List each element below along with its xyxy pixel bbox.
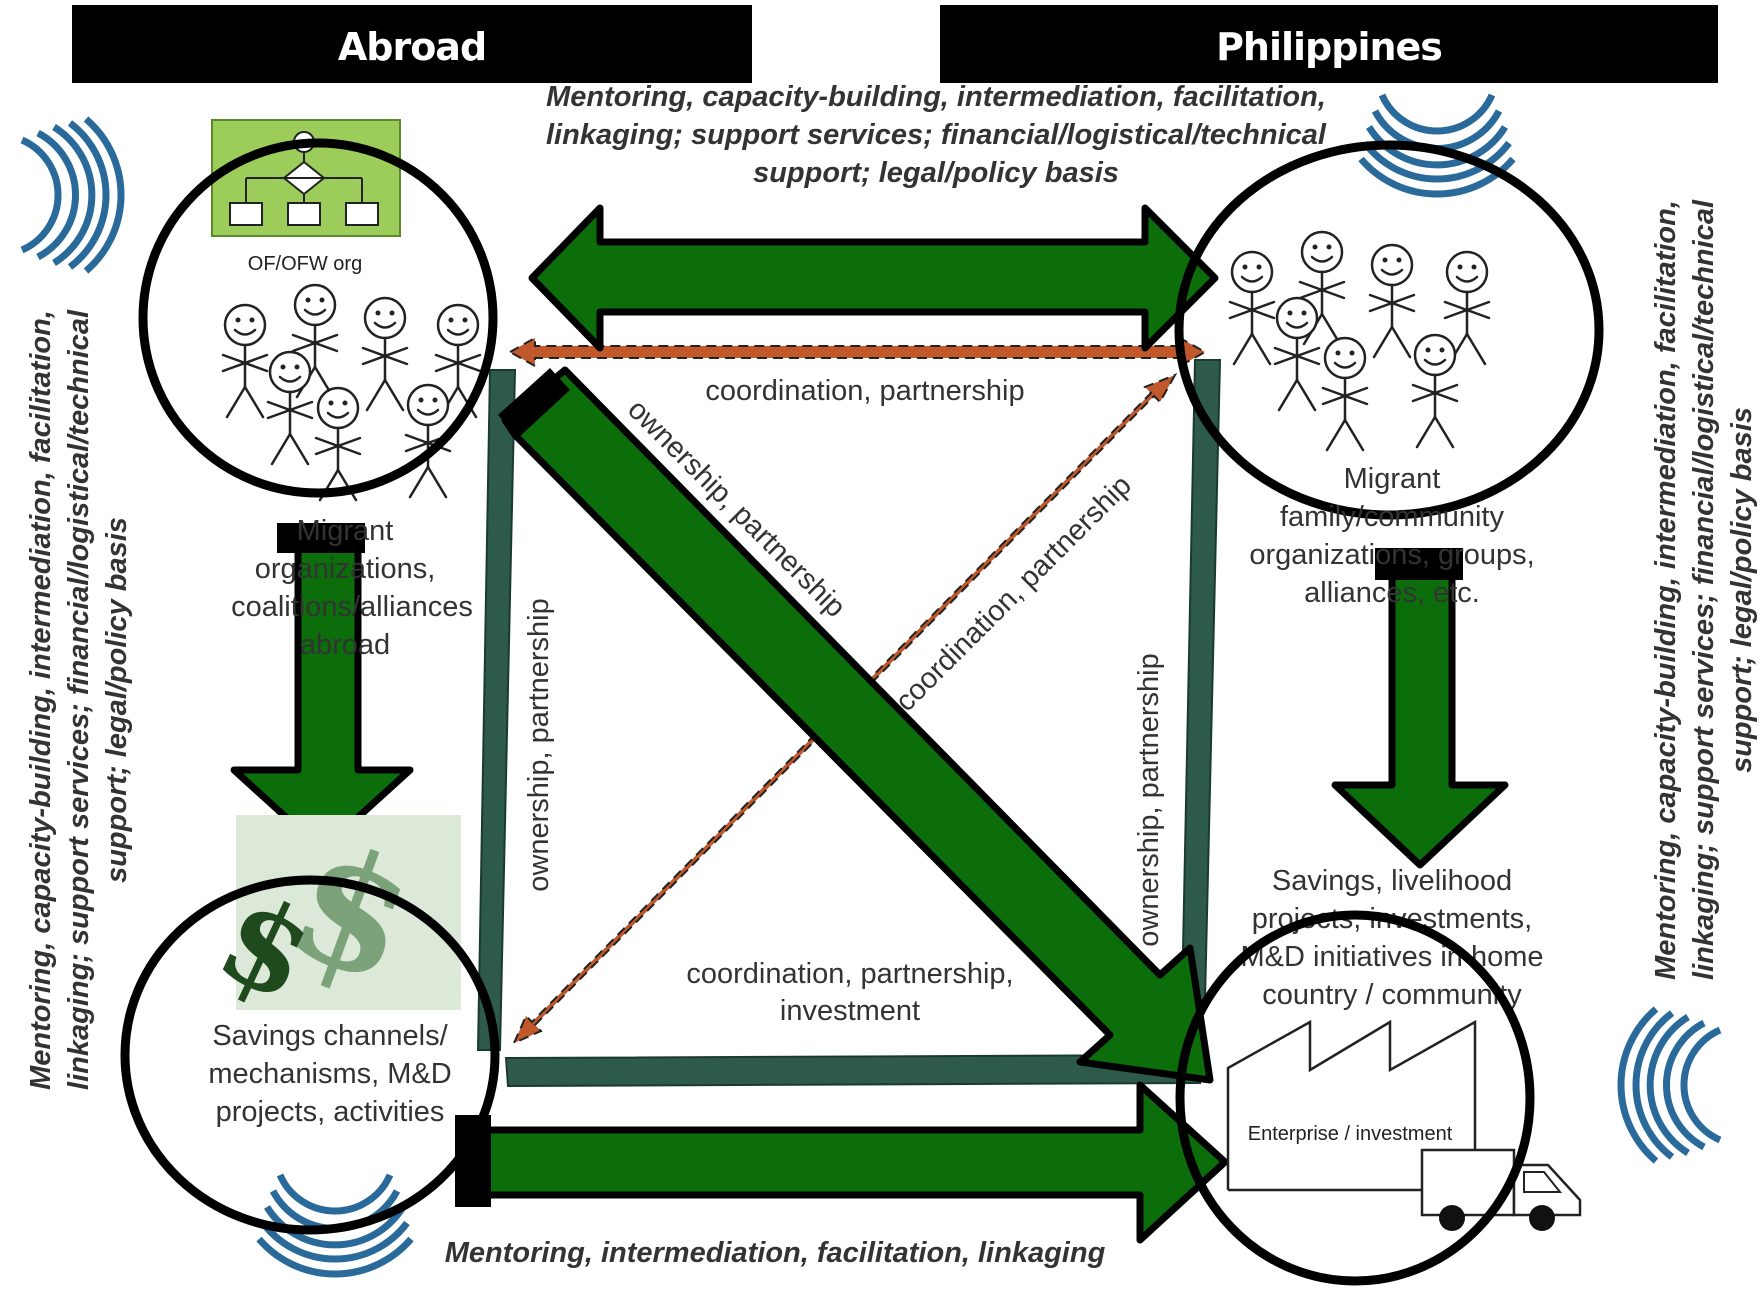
diagonal-down-arrow: [498, 366, 1214, 1084]
bottom-right-arrow: [455, 1081, 1229, 1244]
top-services-line-3: support; legal/policy basis: [753, 157, 1119, 189]
arrow-tail-block: [1375, 548, 1463, 580]
home-investments-line-1: Savings, livelihood: [1272, 865, 1512, 897]
left-services-line-2: linkaging; support services; financial/l…: [63, 309, 95, 1090]
right-down-arrow: [1331, 548, 1509, 869]
ph-community-line-2: family/community: [1280, 501, 1504, 533]
abroad-header: Abroad: [72, 5, 752, 83]
teal-link-frame: [476, 359, 1222, 1088]
ph-community-line-3: organizations, groups,: [1249, 539, 1534, 571]
right-services-line-3: support; legal/policy basis: [1726, 407, 1758, 773]
philippines-header-label: Philippines: [1216, 25, 1442, 69]
right-services-text: Mentoring, capacity-building, intermedia…: [1650, 199, 1758, 980]
top-services-line-1: Mentoring, capacity-building, intermedia…: [546, 81, 1326, 113]
signal-waves-icon: [1621, 1009, 1720, 1161]
left-services-line-1: Mentoring, capacity-building, intermedia…: [25, 310, 57, 1090]
ph-community-node: Migrant family/community organizations, …: [1174, 140, 1604, 609]
left-services-text: Mentoring, capacity-building, intermedia…: [25, 309, 133, 1090]
stick-figure-icon: [361, 296, 409, 412]
left-services-line-3: support; legal/policy basis: [101, 517, 133, 883]
stick-figure-icon: [1273, 296, 1321, 412]
top-coordination-arrow: [507, 336, 1208, 368]
ph-community-line-1: Migrant: [1344, 463, 1441, 495]
signal-waves-icon: [22, 119, 121, 271]
top-services-line-2: linkaging; support services; financial/l…: [546, 119, 1327, 151]
arrow-tail-block: [277, 523, 365, 553]
home-investments-node: Savings, livelihood projects, investment…: [1175, 865, 1582, 1286]
stick-figure-icon: [1228, 250, 1276, 366]
top-link-label: coordination, partnership: [705, 375, 1024, 407]
stick-figure-icon: [221, 303, 269, 419]
abroad-org-node: OF/OFW org Migrant organizations, coalit…: [138, 119, 498, 661]
abroad-org-line-1: Migrant: [297, 515, 394, 547]
right-link-label: ownership, partnership: [1133, 653, 1165, 946]
stick-figure-icon: [266, 350, 314, 466]
savings-channels-line-1: Savings channels/: [212, 1020, 448, 1052]
home-investments-line-4: country / community: [1262, 979, 1522, 1011]
org-chart-icon: [211, 119, 401, 237]
right-services-line-2: linkaging; support services; financial/l…: [1688, 199, 1720, 980]
philippines-header: Philippines: [940, 5, 1718, 83]
ph-community-line-4: alliances, etc.: [1304, 577, 1480, 609]
top-double-arrow: [528, 204, 1219, 352]
bottom-link-label-2: investment: [780, 995, 920, 1027]
stick-figure-icon: [314, 386, 362, 502]
stick-figure-icon: [1411, 333, 1459, 449]
bottom-services-text: Mentoring, intermediation, facilitation,…: [445, 1237, 1106, 1269]
abroad-org-line-4: abroad: [300, 629, 390, 661]
abroad-org-line-3: coalitions/alliances: [231, 591, 473, 623]
left-down-arrow: [230, 523, 414, 854]
savings-channels-line-3: projects, activities: [216, 1096, 445, 1128]
savings-channels-node: $ $ Savings channels/ mechanisms, M&D pr…: [120, 805, 500, 1235]
savings-channels-line-2: mechanisms, M&D: [208, 1058, 451, 1090]
right-services-line-1: Mentoring, capacity-building, intermedia…: [1650, 200, 1682, 980]
enterprise-icon-label: Enterprise / investment: [1248, 1123, 1453, 1145]
abroad-header-label: Abroad: [338, 25, 486, 69]
bottom-link-label-1: coordination, partnership,: [686, 958, 1013, 990]
stick-figure-icon: [1368, 243, 1416, 359]
stick-figure-icon: [1321, 336, 1369, 452]
arrow-tail-block: [498, 368, 570, 438]
abroad-org-line-2: organizations,: [255, 553, 436, 585]
org-icon-label: OF/OFW org: [248, 253, 362, 275]
home-investments-line-3: M&D initiatives in home: [1241, 941, 1544, 973]
left-link-label: ownership, partnership: [523, 598, 555, 891]
top-services-text: Mentoring, capacity-building, intermedia…: [546, 81, 1327, 189]
diagonal-up-label: coordination, partnership: [889, 469, 1137, 717]
